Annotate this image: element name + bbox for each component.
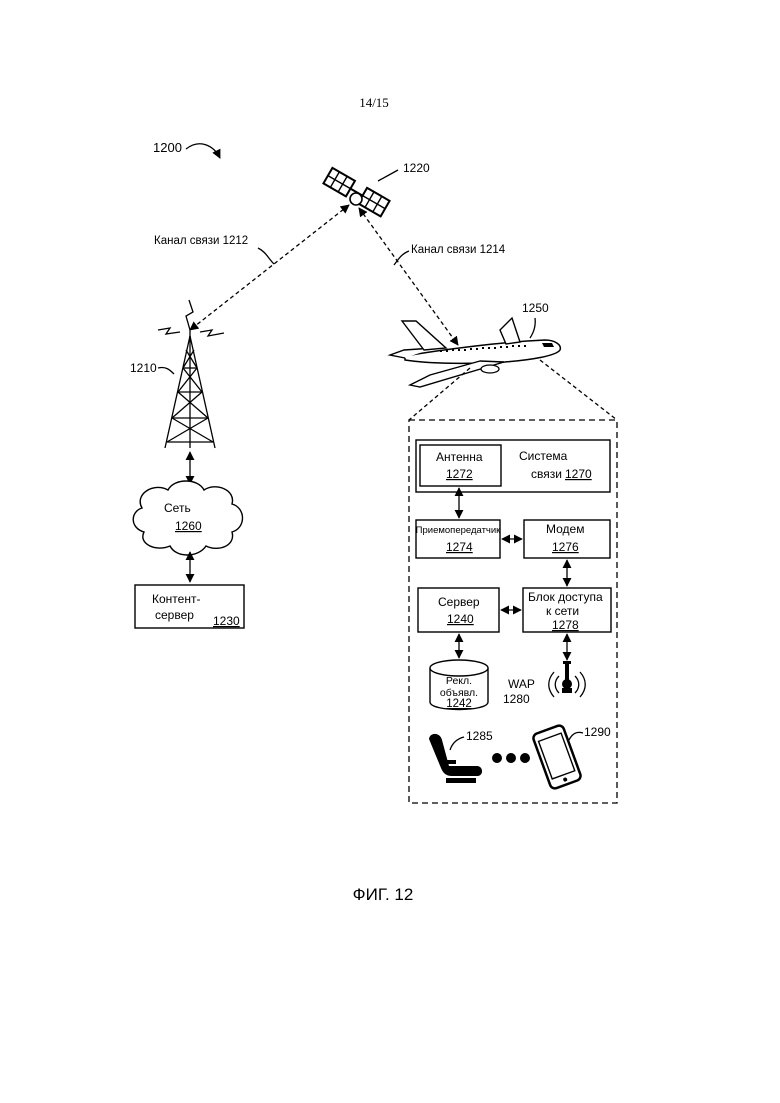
ellipsis-dots: [492, 753, 530, 763]
satellite-ref-label: 1220: [403, 161, 430, 175]
satellite-leader-line: [378, 170, 398, 181]
ads-db-ref: 1242: [446, 698, 472, 710]
aircraft-ref-label: 1250: [522, 301, 549, 315]
zoom-line-right: [540, 360, 617, 420]
phone-ref-label: 1290: [584, 725, 611, 739]
comm-system-ref: 1270: [565, 467, 592, 481]
figure-ref-label: 1200: [153, 140, 182, 155]
network-label: Сеть: [164, 501, 191, 515]
phone-leader: [569, 732, 583, 740]
network-access-ref: 1278: [552, 618, 579, 632]
wap-ref: 1280: [503, 692, 530, 706]
link-1212-dashed-arrow: [190, 205, 349, 330]
tower-leader: [158, 367, 174, 374]
content-server-label-line2: сервер: [155, 608, 194, 622]
antenna-ref: 1272: [446, 467, 473, 481]
tower-ref-label: 1210: [130, 361, 157, 375]
seat-ref-label: 1285: [466, 729, 493, 743]
network-ref: 1260: [175, 519, 202, 533]
cell-tower-icon: [158, 300, 224, 448]
content-server-ref: 1230: [213, 614, 240, 628]
transceiver-ref: 1274: [446, 540, 473, 554]
modem-label: Модем: [546, 522, 584, 536]
comm-system-label-line2: связи: [531, 467, 562, 481]
link-1214-leader: [394, 251, 409, 265]
server-label: Сервер: [438, 595, 480, 609]
seat-leader: [450, 737, 464, 750]
aircraft-leader: [530, 318, 535, 338]
transceiver-label: Приемопередатчик: [416, 525, 502, 536]
modem-ref: 1276: [552, 540, 579, 554]
link-1214-label: Канал связи 1214: [411, 244, 506, 256]
comm-system-label-line1: Система: [519, 449, 568, 463]
link-1212-leader: [258, 248, 274, 264]
wap-icon: [549, 661, 586, 697]
wap-label: WAP: [508, 677, 535, 691]
figure-caption: ФИГ. 12: [353, 885, 414, 904]
server-ref: 1240: [447, 612, 474, 626]
figure-ref-arrow: [186, 144, 220, 158]
network-access-label-line1: Блок доступа: [528, 590, 603, 604]
antenna-label: Антенна: [436, 450, 483, 464]
ads-db-label-line1: Рекл.: [446, 675, 472, 687]
content-server-label-line1: Контент-: [152, 592, 200, 606]
page-number: 14/15: [359, 95, 389, 110]
satellite-icon: [323, 168, 389, 217]
network-access-label-line2: к сети: [546, 604, 579, 618]
network-cloud-icon: [133, 481, 242, 555]
link-1212-label: Канал связи 1212: [154, 235, 248, 247]
